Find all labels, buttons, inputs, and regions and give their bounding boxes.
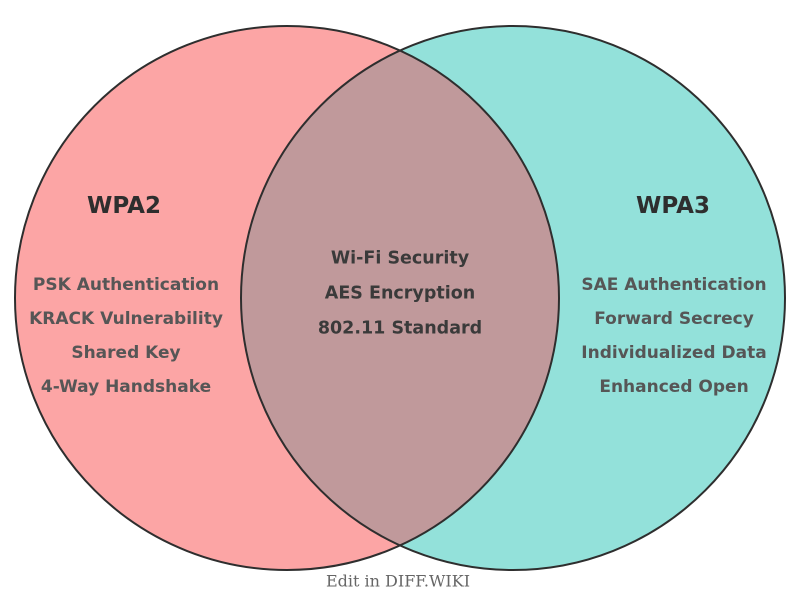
overlap-item: 802.11 Standard xyxy=(317,318,483,339)
wpa2-item: Shared Key xyxy=(71,343,181,363)
wpa2-item-list: PSK Authentication KRACK Vulnerability S… xyxy=(29,268,223,404)
wpa3-item: Individualized Data xyxy=(581,343,767,363)
wpa3-item: Enhanced Open xyxy=(599,377,749,397)
overlap-item: AES Encryption xyxy=(324,283,476,304)
overlap-region xyxy=(241,26,559,570)
wpa3-item-list: SAE Authentication Forward Secrecy Indiv… xyxy=(581,268,766,404)
wpa2-item: PSK Authentication xyxy=(32,275,220,295)
wpa3-item: Forward Secrecy xyxy=(594,309,754,329)
wpa2-item: KRACK Vulnerability xyxy=(29,309,223,329)
wpa3-item: SAE Authentication xyxy=(581,275,767,295)
wpa3-circle-outline xyxy=(240,25,786,571)
overlap-item-list: Wi-Fi Security AES Encryption 802.11 Sta… xyxy=(318,242,482,347)
wpa2-title: WPA2 xyxy=(87,193,161,219)
wpa2-circle-outline xyxy=(14,25,560,571)
wpa2-item: 4-Way Handshake xyxy=(40,377,212,397)
wpa3-title: WPA3 xyxy=(636,193,710,219)
edit-diff-wiki-link[interactable]: Edit in DIFF.WIKI xyxy=(325,571,471,591)
overlap-item: Wi-Fi Security xyxy=(330,248,470,269)
